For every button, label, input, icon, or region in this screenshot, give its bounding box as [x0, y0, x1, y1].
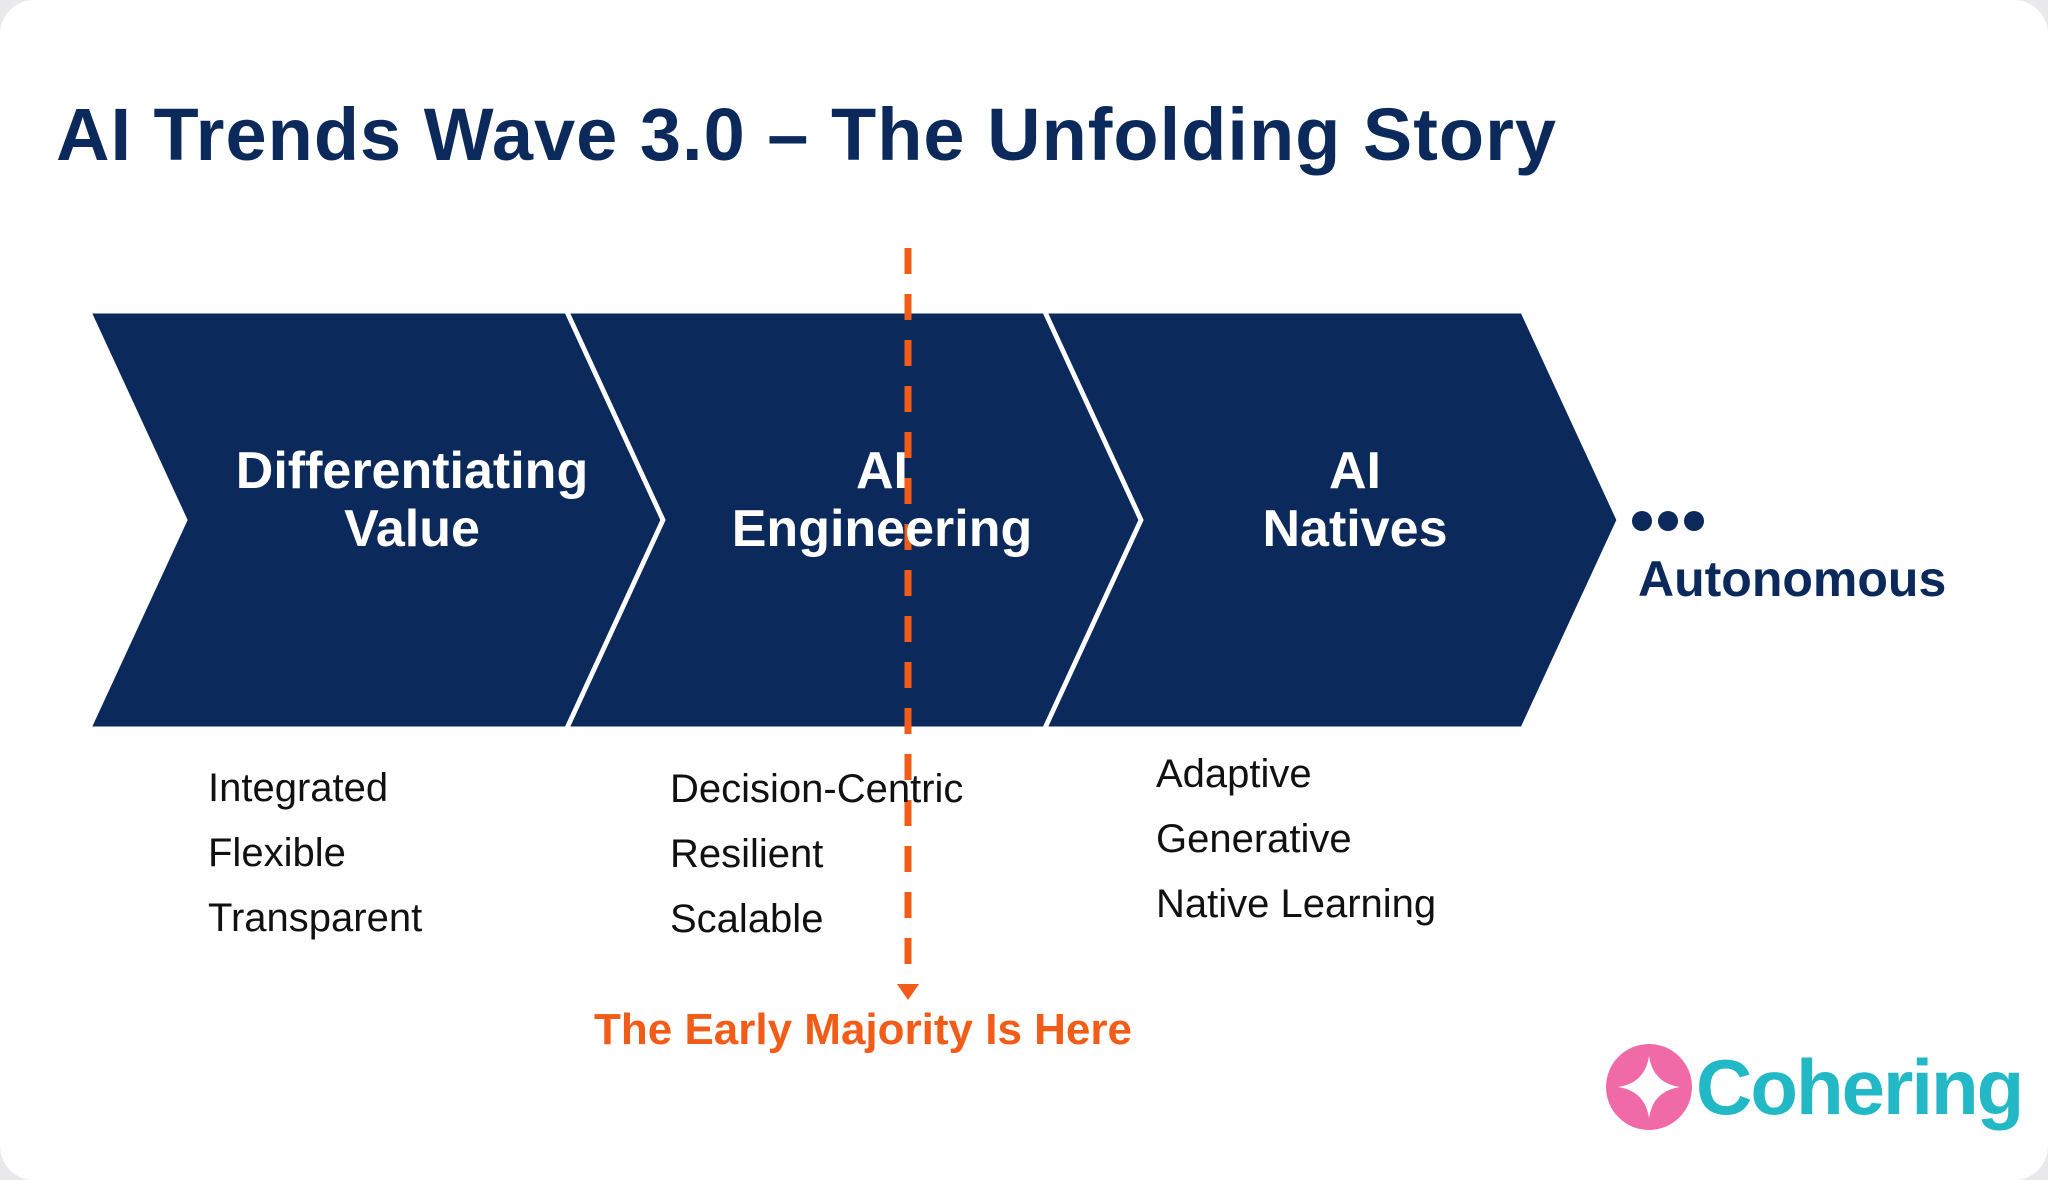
four-point-star-icon	[1606, 1044, 1692, 1130]
stage-label-ai-engineering: AI Engineering	[622, 442, 1142, 558]
dot	[1658, 511, 1678, 531]
chevron-differentiating-value	[87, 310, 664, 730]
attribute-item: Transparent	[208, 896, 423, 940]
attribute-list-differentiating-value: Integrated Flexible Transparent	[208, 756, 422, 951]
stage-label-line1: AI	[856, 442, 908, 500]
stage-label-ai-natives: AI Natives	[1095, 442, 1615, 558]
dot	[1632, 511, 1652, 531]
chevron-ai-natives	[1043, 310, 1620, 730]
attribute-list-ai-natives: Adaptive Generative Native Learning	[1156, 742, 1436, 937]
attribute-list-ai-engineering: Decision-Centric Resilient Scalable	[670, 757, 963, 952]
attribute-item: Integrated	[208, 766, 389, 810]
attribute-item: Resilient	[670, 832, 824, 876]
divider-arrowhead	[897, 984, 919, 1000]
attribute-item: Adaptive	[1156, 752, 1312, 796]
stage-label-line2: Value	[344, 500, 480, 558]
attribute-item: Scalable	[670, 897, 824, 941]
chevron-ai-engineering	[565, 310, 1142, 730]
attribute-item: Decision-Centric	[670, 767, 964, 811]
ellipsis-dots	[1632, 505, 1728, 535]
attribute-item: Native Learning	[1156, 882, 1437, 926]
dot	[1684, 511, 1704, 531]
stage-label-line2: Engineering	[731, 500, 1033, 558]
logo-wordmark: Cohering	[1696, 1043, 2024, 1131]
stage-label-differentiating-value: Differentiating Value	[152, 442, 672, 558]
stage-label-line1: AI	[1329, 442, 1381, 500]
attribute-item: Flexible	[208, 831, 346, 875]
stage-label-line2: Natives	[1262, 500, 1448, 558]
next-stage-label: Autonomous	[1638, 551, 1947, 607]
early-majority-callout: The Early Majority Is Here	[594, 1005, 1132, 1054]
page-title: AI Trends Wave 3.0 – The Unfolding Story	[56, 93, 1558, 176]
attribute-item: Generative	[1156, 817, 1352, 861]
stage-label-line1: Differentiating	[235, 442, 589, 500]
